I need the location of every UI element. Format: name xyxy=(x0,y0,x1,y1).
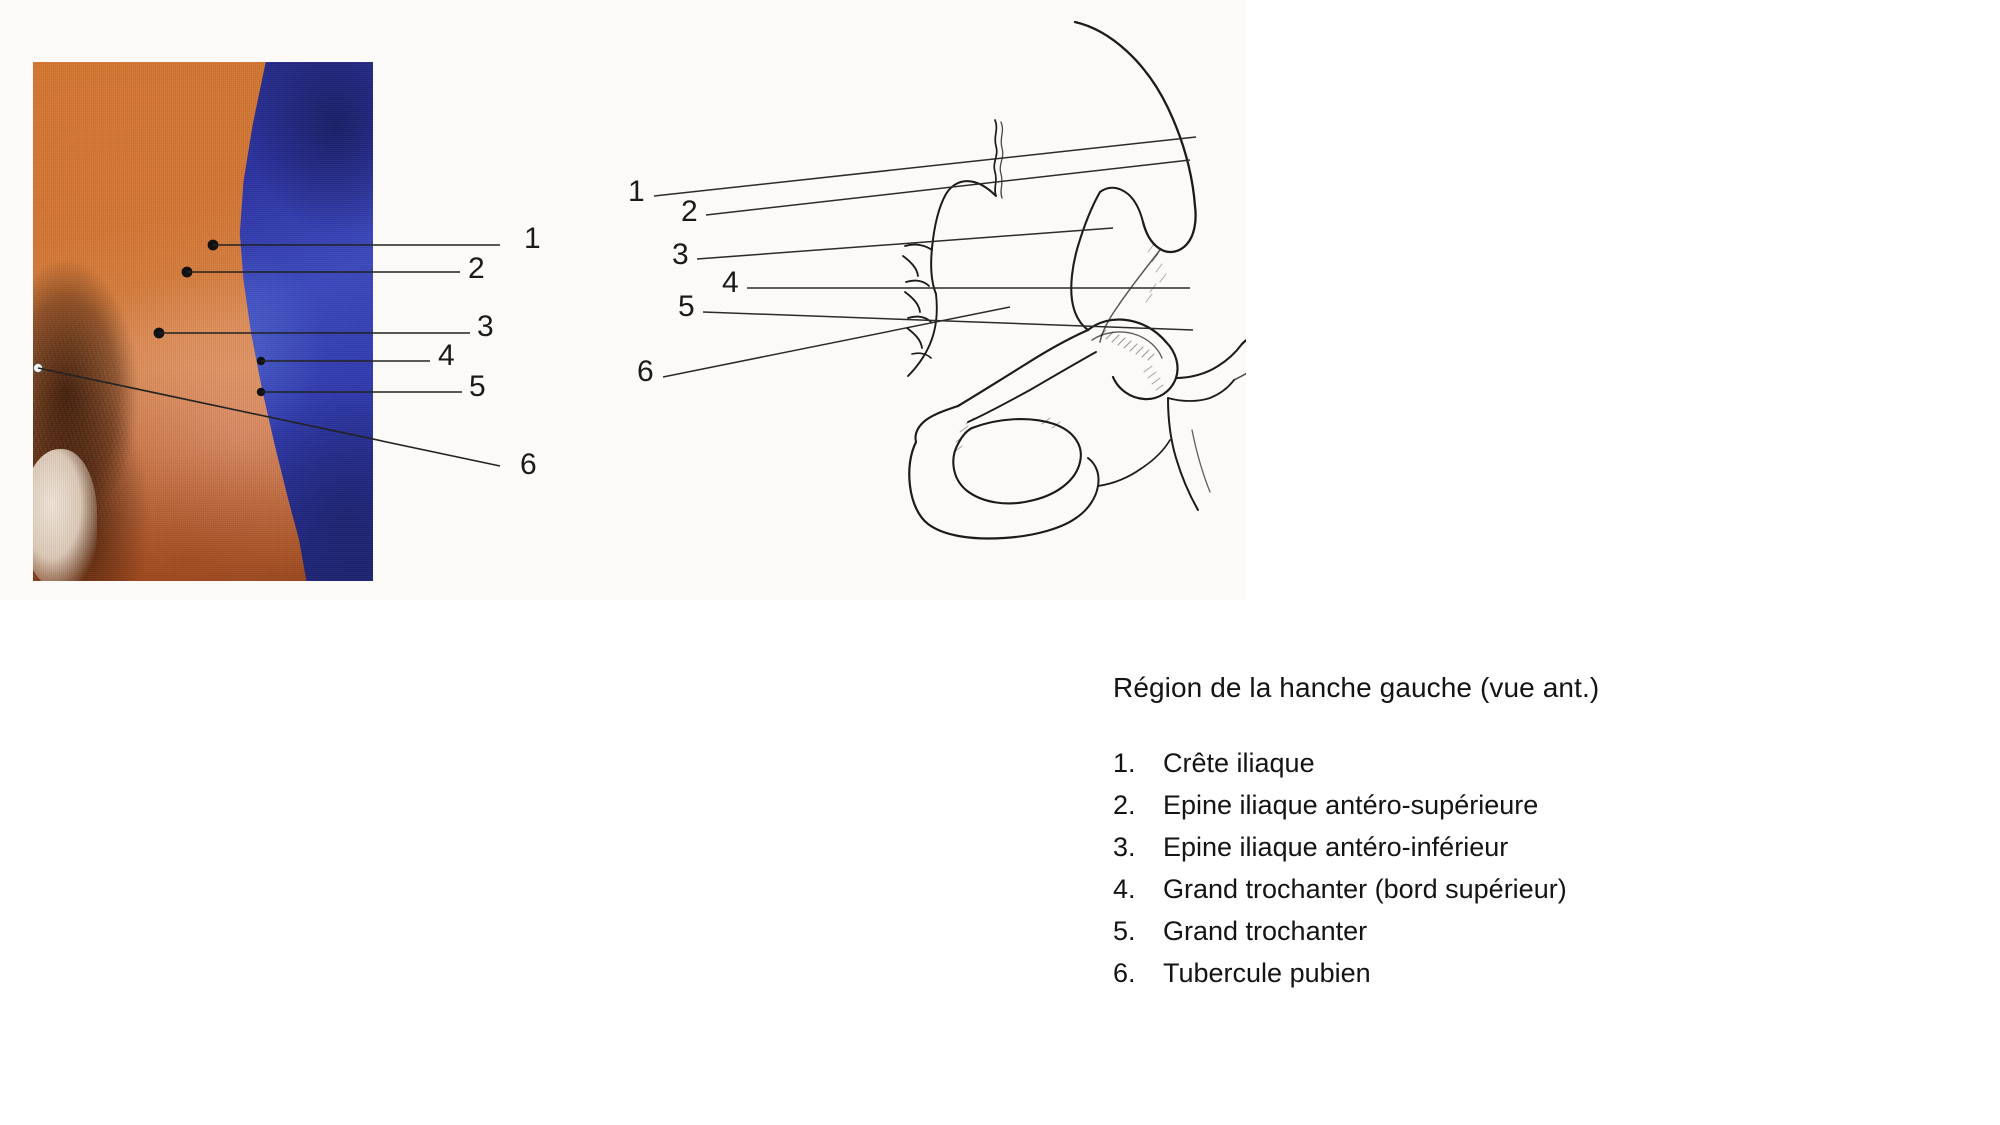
femoral-neck-inferior xyxy=(1167,379,1235,402)
legend-item-4-label: Grand trochanter (bord supérieur) xyxy=(1163,874,1567,904)
medial-highlight xyxy=(33,449,97,581)
sacral-midline xyxy=(993,119,998,197)
iliac-crest-outline xyxy=(1073,20,1197,254)
greater-trochanter-outline xyxy=(1240,339,1246,346)
drawing-number-1: 1 xyxy=(628,175,645,208)
femoral-head-shading xyxy=(1143,365,1164,391)
drawing-leader-6 xyxy=(662,306,1011,378)
figure-panel: 1 2 3 4 5 6 xyxy=(0,0,1246,600)
sacral-midline-2 xyxy=(999,121,1004,199)
legend-block: Région de la hanche gauche (vue ant.) 1.… xyxy=(1113,672,1813,1000)
drawing-leader-2 xyxy=(705,159,1191,216)
sacral-process-1b xyxy=(902,255,919,277)
drawing-number-4: 4 xyxy=(722,266,739,299)
photo-grain xyxy=(33,62,373,581)
pubic-tubercle xyxy=(914,404,960,444)
sacral-process-1 xyxy=(904,243,933,251)
photo-number-2: 2 xyxy=(468,252,485,285)
ischiopubic-ramus xyxy=(908,440,1078,540)
drawing-number-5: 5 xyxy=(678,290,695,323)
trochanteric-fossa xyxy=(1233,372,1246,381)
sacrum-lower-border xyxy=(907,293,938,377)
pubic-ramus-shading xyxy=(953,417,1061,453)
pubic-ramus-lower-edge xyxy=(967,351,1097,423)
legend-item-6-label: Tubercule pubien xyxy=(1163,958,1371,988)
anterior-ilium-border xyxy=(1070,190,1102,332)
legend-item-1: 1. Crête iliaque xyxy=(1113,748,1813,779)
asis-notch xyxy=(1099,186,1144,223)
clinical-photograph xyxy=(33,62,373,581)
legend-item-5-label: Grand trochanter xyxy=(1163,916,1368,946)
femoral-head xyxy=(1111,340,1179,401)
sacral-process-4 xyxy=(911,352,932,359)
photo-number-5: 5 xyxy=(469,370,486,403)
legend-item-3-number: 3. xyxy=(1113,832,1136,862)
sacral-process-2b xyxy=(904,291,921,313)
legend-item-1-number: 1. xyxy=(1113,748,1136,778)
legend-item-6-number: 6. xyxy=(1113,958,1136,988)
photo-number-1: 1 xyxy=(524,222,541,255)
sacral-process-3 xyxy=(907,315,932,323)
legend-item-4: 4. Grand trochanter (bord supérieur) xyxy=(1113,874,1813,905)
legend-item-2-number: 2. xyxy=(1113,790,1136,820)
drawing-leader-1 xyxy=(653,136,1197,197)
legend-item-1-label: Crête iliaque xyxy=(1163,748,1315,778)
legend-title: Région de la hanche gauche (vue ant.) xyxy=(1113,672,1600,703)
photo-number-3: 3 xyxy=(477,310,494,343)
drawing-number-3: 3 xyxy=(672,238,689,271)
superior-pubic-ramus xyxy=(956,328,1090,408)
legend-item-5: 5. Grand trochanter xyxy=(1113,916,1813,947)
sacral-process-2 xyxy=(905,279,930,287)
legend-item-3-label: Epine iliaque antéro-inférieur xyxy=(1163,832,1509,862)
legend-item-5-number: 5. xyxy=(1113,916,1136,946)
legend-item-2: 2. Epine iliaque antéro-supérieure xyxy=(1113,790,1813,821)
obturator-foramen xyxy=(952,418,1082,505)
femoral-shaft-medial xyxy=(1167,397,1199,511)
drawing-number-2: 2 xyxy=(681,195,698,228)
drawing-leader-3 xyxy=(696,227,1114,260)
ischial-ramus-upper xyxy=(1097,439,1171,487)
acetabular-fossa xyxy=(1091,331,1163,359)
legend-item-4-number: 4. xyxy=(1113,874,1136,904)
acetabular-rim xyxy=(1086,318,1168,344)
femoral-neck-superior xyxy=(1175,343,1243,379)
femoral-shaft-inner-line xyxy=(1191,429,1211,493)
drawing-leader-5 xyxy=(702,311,1194,331)
ischial-body xyxy=(1075,457,1100,519)
photo-number-6: 6 xyxy=(520,448,537,481)
sacral-ala xyxy=(930,180,997,295)
drawing-number-6: 6 xyxy=(637,355,654,388)
sacral-process-3b xyxy=(906,327,923,349)
legend-item-2-label: Epine iliaque antéro-supérieure xyxy=(1163,790,1539,820)
ilium-shading xyxy=(1145,243,1167,303)
legend-item-6: 6. Tubercule pubien xyxy=(1113,958,1813,989)
photo-number-4: 4 xyxy=(438,339,455,372)
acetabulum-shading xyxy=(1099,329,1155,361)
legend-item-3: 3. Epine iliaque antéro-inférieur xyxy=(1113,832,1813,863)
iliac-fossa-line xyxy=(1099,249,1161,343)
